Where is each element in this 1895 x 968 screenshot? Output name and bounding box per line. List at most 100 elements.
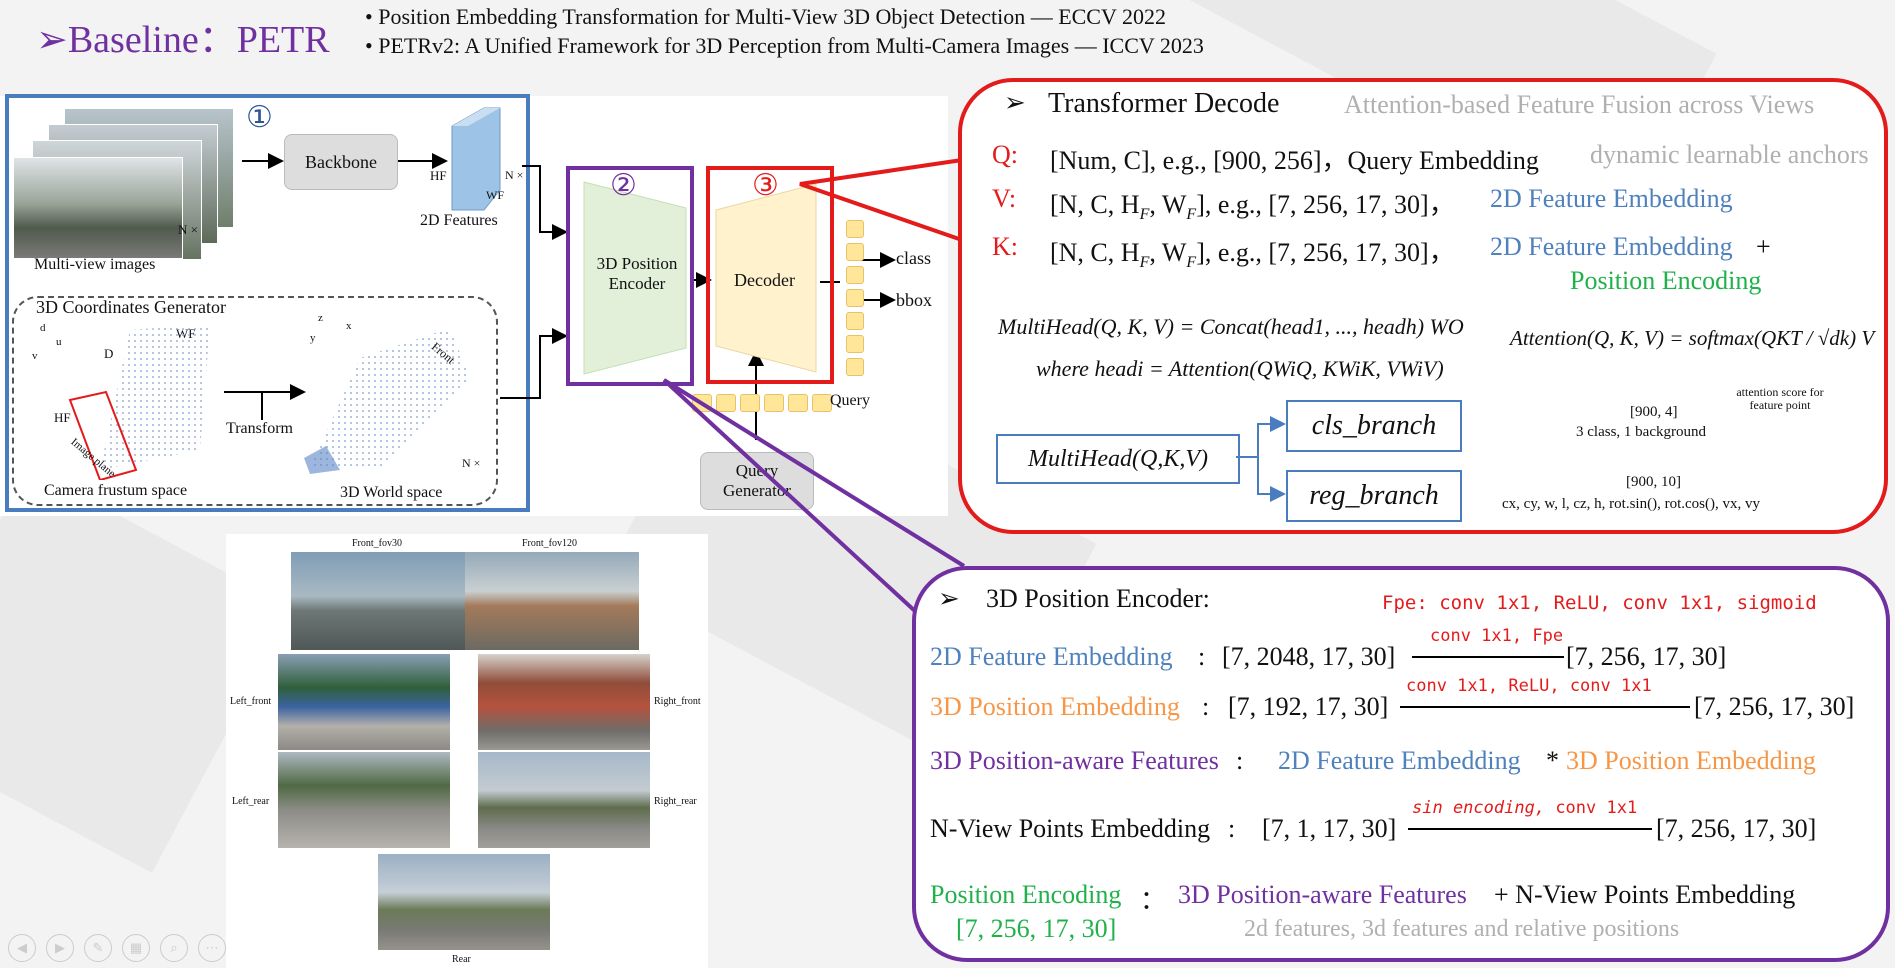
input-module-box	[5, 94, 530, 512]
transform-label: Transform	[226, 420, 293, 437]
diagram-connectors	[224, 107, 896, 440]
slide-title: ➢Baseline：PETR	[36, 19, 330, 61]
v-shape: [N, C, HF, WF], e.g., [7, 256, 17, 30]，	[1050, 184, 1455, 224]
row-2d-feature-operation: conv 1x1, Fpe	[1430, 626, 1564, 646]
reg-branch-block: reg_branch	[1286, 470, 1462, 522]
camera-caption-front-fov30: Front_fov30	[352, 538, 402, 549]
row-position-aware-label: 3D Position-aware Features	[930, 746, 1219, 775]
slides-grid-icon[interactable]: ▦	[122, 934, 150, 962]
previous-slide-icon[interactable]: ◀	[8, 934, 36, 962]
multihead-block: MultiHead(Q,K,V)	[996, 434, 1240, 484]
axis-z-label: z	[318, 312, 323, 324]
slideshow-controls: ◀ ▶ ✎ ▦ ⌕ ⋯	[8, 934, 226, 962]
encoder-trapezoid	[583, 181, 687, 375]
multihead-equation: MultiHead(Q, K, V) = Concat(head1, ..., …	[998, 314, 1464, 339]
n-times-features: N ×	[505, 168, 524, 182]
attention-score-note: attention score for feature point	[1736, 385, 1824, 412]
k-shape-sub: F	[1186, 254, 1197, 272]
circled-number-1: ①	[246, 100, 273, 135]
axis-v-label: v	[32, 350, 38, 362]
head-equation: where headi = Attention(QWiQ, KWiK, VWiV…	[1036, 356, 1444, 381]
q-text: [Num, C], e.g., [900, 256]，Query Embeddi…	[1050, 146, 1539, 175]
row-pe-position-aware: 3D Position-aware Features	[1178, 880, 1467, 909]
cls-description: 3 class, 1 background	[1576, 424, 1706, 440]
wf-label: WF	[486, 188, 504, 202]
branch-connectors	[1236, 416, 1286, 502]
axis-d-label: d	[40, 322, 46, 334]
camera-image-left-front	[278, 654, 450, 750]
more-options-icon[interactable]: ⋯	[198, 934, 226, 962]
position-encoder-callout	[912, 566, 1890, 962]
camera-caption-rear: Rear	[452, 954, 471, 965]
row-nview-operation: sin encoding, conv 1x1	[1412, 798, 1637, 818]
row-pe-plus: + N-View Points Embedding	[1494, 880, 1796, 909]
circled-number-3: ③	[752, 168, 779, 203]
bbox-output-label: bbox	[896, 290, 932, 310]
axis-x-label: x	[346, 320, 352, 332]
n-times-world: N ×	[462, 456, 481, 470]
camera-caption-right-front: Right_front	[654, 696, 701, 707]
row-2d-feature-output: [7, 256, 17, 30]	[1566, 642, 1727, 671]
camera-caption-right-rear: Right_rear	[654, 796, 697, 807]
row-nview-arrow	[1408, 828, 1652, 830]
k-shape: [N, C, HF, WF], e.g., [7, 256, 17, 30]，	[1050, 232, 1455, 272]
circled-number-2: ②	[610, 168, 637, 203]
2d-features-label: 2D Features	[420, 212, 498, 229]
camera-caption-front-fov120: Front_fov120	[522, 538, 577, 549]
row-nview-input: [7, 1, 17, 30]	[1262, 814, 1397, 843]
camera-frustum-label: Camera frustum space	[44, 482, 188, 499]
axis-u-label: u	[56, 336, 62, 348]
cls-branch-block: cls_branch	[1286, 400, 1462, 452]
row-nview-output: [7, 256, 17, 30]	[1656, 814, 1817, 843]
fpe-definition: Fpe: conv 1x1, ReLU, conv 1x1, sigmoid	[1382, 592, 1817, 614]
k-shape-part: , W	[1149, 238, 1187, 267]
v-shape-sub: F	[1186, 206, 1197, 224]
k-shape-part: ], e.g., [7, 256, 17, 30]，	[1196, 238, 1455, 267]
camera-image-front-fov120	[465, 552, 639, 650]
v-label: V:	[992, 184, 1017, 213]
decode-bullet: ➢	[1004, 88, 1026, 117]
reg-shape: [900, 10]	[1626, 474, 1681, 490]
row-nview-op-part: conv 1x1	[1555, 798, 1638, 818]
v-note: 2D Feature Embedding	[1490, 184, 1733, 213]
axis-y-label: y	[310, 332, 316, 344]
pen-icon[interactable]: ✎	[84, 934, 112, 962]
backbone-block: Backbone	[284, 134, 398, 190]
world-space-graphic	[304, 328, 470, 474]
decode-subheading: Attention-based Feature Fusion across Vi…	[1344, 90, 1815, 119]
k-shape-part: [N, C, H	[1050, 238, 1140, 267]
position-encoder-label: 3D Position Encoder	[596, 254, 678, 293]
row-3d-position-colon: :	[1202, 692, 1210, 721]
query-row	[692, 394, 832, 412]
multi-view-label: Multi-view images	[34, 256, 156, 273]
row-pe-shape: [7, 256, 17, 30]	[956, 914, 1117, 943]
row-3d-position-input: [7, 192, 17, 30]	[1228, 692, 1389, 721]
row-nview-op-part: sin encoding,	[1412, 798, 1546, 818]
decoder-highlight-box	[706, 166, 834, 384]
world-space-label: 3D World space	[340, 484, 443, 501]
reference-text: Position Embedding Transformation for Mu…	[378, 4, 1166, 29]
k-note: 2D Feature Embedding	[1490, 232, 1733, 261]
v-shape-part: ], e.g., [7, 256, 17, 30]，	[1196, 190, 1455, 219]
v-shape-part: , W	[1149, 190, 1187, 219]
row-3d-op-part: conv 1x1,	[1406, 676, 1499, 696]
next-slide-icon[interactable]: ▶	[46, 934, 74, 962]
row-nview-colon: :	[1228, 814, 1236, 843]
row-3d-position-label: 3D Position Embedding	[930, 692, 1180, 721]
n-times-label: N ×	[178, 222, 198, 237]
reference-item: • PETRv2: A Unified Framework for 3D Per…	[365, 33, 1204, 58]
attention-equation: Attention(Q, K, V) = softmax(QKT / √dk) …	[1510, 326, 1875, 350]
cls-shape: [900, 4]	[1630, 404, 1678, 420]
v-shape-sub: F	[1139, 206, 1150, 224]
camera-frustum-graphic	[68, 324, 210, 480]
coordinates-generator-title: 3D Coordinates Generator	[36, 297, 226, 317]
camera-caption-left-rear: Left_rear	[232, 796, 270, 807]
row-3d-position-arrow	[1400, 706, 1690, 708]
camera-image-front-fov30	[291, 552, 465, 650]
d-label: D	[104, 346, 114, 361]
camera-caption-left-front: Left_front	[230, 696, 272, 707]
zoom-icon[interactable]: ⌕	[160, 934, 188, 962]
row-pe-label: Position Encoding	[930, 880, 1122, 909]
row-position-aware-2d: 2D Feature Embedding	[1278, 746, 1521, 775]
